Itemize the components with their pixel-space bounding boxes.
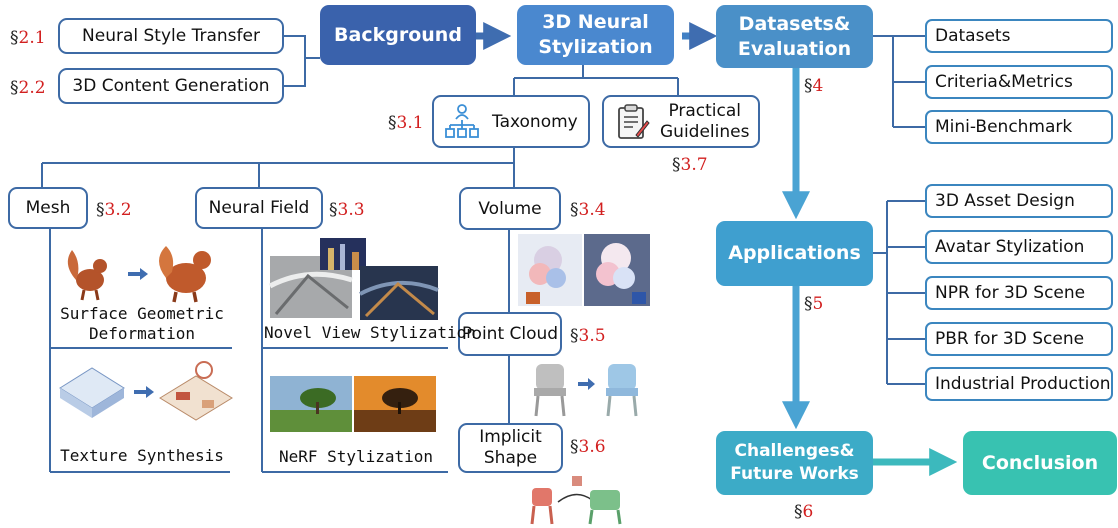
neural-field-box: Neural Field [195,187,323,229]
conclusion-box: Conclusion [963,431,1117,495]
nerf-stylization-caption: NeRF Stylization [278,447,434,466]
eval-item-criteria: Criteria&Metrics [925,65,1113,99]
section-4: §4 [804,76,824,96]
challenges-label-2: Future Works [730,464,859,484]
taxonomy-box: Taxonomy [432,95,590,148]
section-3-7: §3.7 [672,155,708,175]
eval-item-benchmark: Mini-Benchmark [925,110,1113,144]
app-item-npr: NPR for 3D Scene [925,276,1113,310]
app-item-avatar: Avatar Stylization [925,230,1113,264]
smoke-volume-image [518,234,650,306]
stylization-label-1: 3D Neural [542,11,649,33]
section-5: §5 [804,294,824,314]
datasets-label-2: Evaluation [737,37,852,60]
chair-point-cloud-image [534,364,638,417]
section-3-3: §3.3 [329,200,365,220]
volume-box: Volume [459,187,561,230]
content-generation-label: 3D Content Generation [72,76,270,96]
app-item-pbr: PBR for 3D Scene [925,322,1113,356]
novel-view-image [268,238,439,320]
section-3-4: §3.4 [570,200,606,220]
implicit-shape-box: Implicit Shape [458,423,563,473]
section-3-6: §3.6 [570,437,606,457]
section-6: §6 [794,502,814,522]
nerf-stylization-image [270,376,436,432]
neural-style-transfer-box: Neural Style Transfer [58,18,284,54]
applications-box: Applications [716,221,873,286]
novel-view-caption: Novel View Stylization [264,323,476,342]
app-item-asset-design: 3D Asset Design [925,184,1113,218]
datasets-evaluation-box: Datasets& Evaluation [716,5,873,68]
applications-label: Applications [728,242,861,264]
background-box: Background [320,5,476,65]
mesh-box: Mesh [8,187,88,229]
eval-item-datasets: Datasets [925,19,1113,53]
section-3-5: §3.5 [570,326,606,346]
point-cloud-box: Point Cloud [458,312,562,356]
texture-synthesis-caption: Texture Synthesis [60,446,224,465]
section-3-1: §3.1 [388,113,424,133]
challenges-label-1: Challenges& [734,441,855,461]
section-2-1: §2.1 [10,28,46,48]
section-3-2: §3.2 [96,200,132,220]
squirrel-deformation-image [67,246,211,303]
stylization-box: 3D Neural Stylization [517,5,674,65]
neural-style-transfer-label: Neural Style Transfer [82,26,260,46]
chair-implicit-image [530,476,622,525]
datasets-label-1: Datasets& [738,12,851,35]
background-label: Background [334,23,462,46]
content-generation-box: 3D Content Generation [58,68,284,104]
app-item-industrial: Industrial Production [925,367,1113,401]
stylization-label-2: Stylization [538,36,653,58]
conclusion-label: Conclusion [981,451,1099,474]
clipboard-icon [618,103,650,139]
hierarchy-icon [445,103,479,138]
section-2-2: §2.2 [10,78,46,98]
taxonomy-label: Taxonomy [492,111,578,132]
texture-synthesis-image [59,361,233,421]
challenges-box: Challenges& Future Works [716,431,873,495]
